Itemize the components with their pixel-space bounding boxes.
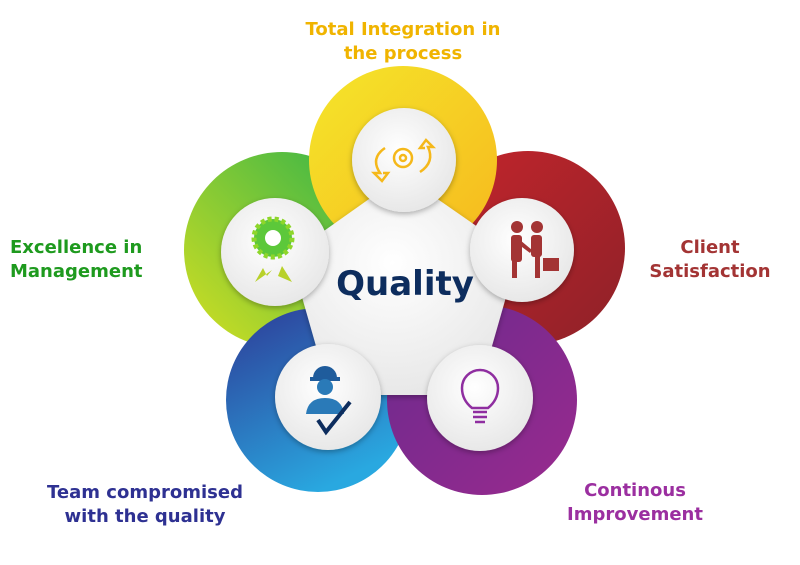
label-integration: Total Integration in the process <box>253 18 553 66</box>
icon-circle-team <box>275 344 381 450</box>
label-excellence-line2: Management <box>10 261 143 282</box>
label-team-line2: with the quality <box>64 506 226 527</box>
icon-circle-improvement <box>427 345 533 451</box>
label-team: Team compromised with the quality <box>20 481 270 529</box>
icon-circle-client <box>470 198 574 302</box>
center-pentagon <box>290 175 518 395</box>
worker-check-icon <box>306 366 352 436</box>
award-badge-icon <box>251 216 295 282</box>
label-client-line2: Satisfaction <box>649 261 771 282</box>
label-improvement-line2: Improvement <box>567 504 703 525</box>
icon-circle-excellence <box>221 198 329 306</box>
label-team-line1: Team compromised <box>47 482 243 503</box>
lightbulb-icon <box>460 368 500 424</box>
cycle-gear-icon <box>370 138 437 183</box>
icon-circle-integration <box>352 108 456 212</box>
label-excellence-line1: Excellence in <box>10 237 143 258</box>
handshake-icon <box>511 221 559 278</box>
label-excellence: Excellence in Management <box>10 236 180 284</box>
label-integration-line1: Total Integration in <box>305 19 501 40</box>
label-client: Client Satisfaction <box>630 236 790 284</box>
label-improvement: Continous Improvement <box>540 479 730 527</box>
label-integration-line2: the process <box>343 43 463 64</box>
label-client-line1: Client <box>680 237 740 258</box>
center-title: Quality <box>336 264 474 304</box>
label-improvement-line1: Continous <box>584 480 686 501</box>
